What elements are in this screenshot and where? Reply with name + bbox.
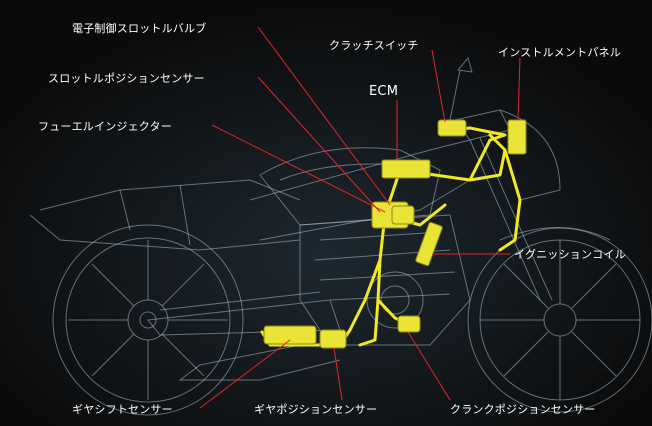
clutch-switch-unit: [437, 119, 467, 137]
leader-throttle-position: [257, 76, 381, 213]
label-throttle-position-sensor: スロットルポジションセンサー: [48, 72, 205, 85]
components: [263, 119, 527, 349]
leader-lines: [199, 26, 521, 409]
label-ecm: ECM: [369, 84, 399, 99]
label-ignition-coil: イグニッションコイル: [514, 248, 626, 261]
leader-gear-position: [333, 347, 343, 401]
leader-crank-position: [407, 331, 451, 401]
leader-throttle-valve: [257, 26, 391, 206]
motorcycle-wireframe: [29, 56, 652, 416]
injector-body: [391, 205, 415, 225]
label-throttle-valve: 電子制御スロットルバルブ: [72, 22, 207, 35]
leader-instrument-panel: [517, 57, 521, 121]
shift-sensor-unit: [263, 325, 317, 345]
label-fuel-injector: フューエルインジェクター: [38, 120, 172, 133]
gear-position-unit: [319, 329, 347, 349]
ecm-unit: [381, 159, 431, 179]
instrument-panel-unit: [507, 119, 527, 155]
label-clutch-switch: クラッチスイッチ: [329, 39, 419, 52]
crank-sensor-unit: [397, 315, 421, 333]
leader-fuel-injector: [211, 124, 386, 213]
label-gear-position-sensor: ギヤポジションセンサー: [254, 403, 378, 416]
ignition-coil: [415, 221, 443, 267]
leader-clutch-switch: [431, 49, 446, 123]
label-gear-shift-sensor: ギヤシフトセンサー: [72, 403, 173, 416]
leader-gear-shift: [199, 339, 291, 409]
label-crank-position-sensor: クランクポジションセンサー: [450, 403, 596, 416]
label-instrument-panel: インストルメントパネル: [498, 46, 621, 59]
